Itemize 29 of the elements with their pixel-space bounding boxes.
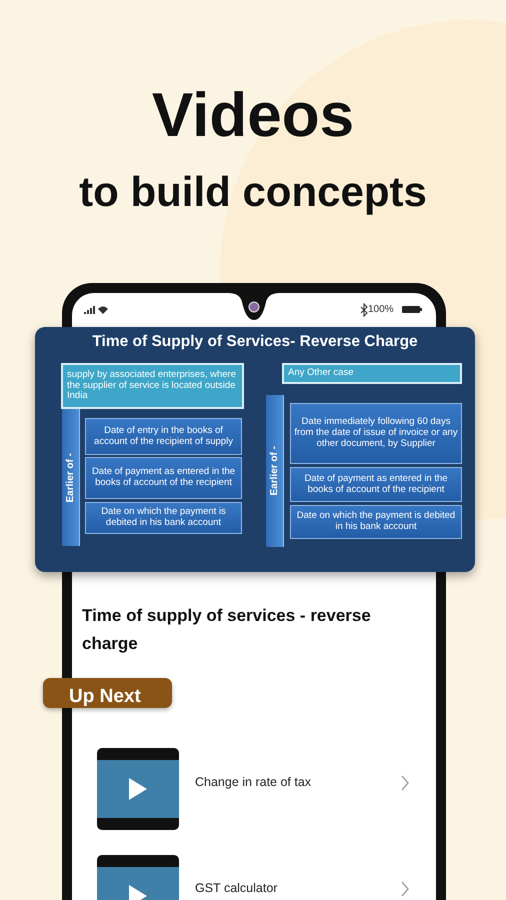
video-list-title: GST calculator: [195, 881, 278, 895]
date-box: [85, 418, 242, 455]
box-text: Date immediately following 60 days from the date of issue of invoice or any other document, by Supplier: [294, 417, 458, 450]
case-heading-box: [61, 363, 244, 409]
box-text: Date of payment as entered in the books of account of the recipient: [303, 474, 449, 496]
earlier-of-bar: [62, 409, 80, 546]
date-box: [290, 467, 462, 502]
date-box: [85, 457, 242, 499]
bar-label: Earlier of -: [268, 446, 280, 496]
battery-percentage: 100%: [368, 304, 395, 315]
earlier-of-bar: [266, 395, 284, 547]
slide-title: Time of Supply of Services- Reverse Charge: [91, 333, 419, 351]
headline: Videos: [150, 80, 356, 151]
date-box: [290, 505, 462, 539]
box-text: supply by associated enterprises, where the supplier of service is located outside India: [67, 370, 237, 402]
case-heading-box: [282, 363, 462, 384]
bar-label: Earlier of -: [64, 452, 76, 502]
date-box: [290, 403, 462, 464]
subheadline: to build concepts: [78, 168, 428, 216]
box-text: Date on which the payment is debited in his bank account: [100, 507, 227, 529]
date-box: [85, 502, 242, 534]
box-text: Date of entry in the books of account of the recipient of supply: [93, 426, 234, 448]
video-title: Time of supply of services - reverse charge: [82, 605, 372, 655]
video-list-title: Change in rate of tax: [195, 775, 312, 789]
box-text: Date of payment as entered in the books of account of the recipient: [90, 467, 236, 489]
slide-panel: [35, 327, 475, 572]
box-text: Date on which the payment is debited in his bank account: [296, 511, 456, 533]
up-next-heading: Up Next: [43, 678, 172, 708]
box-text: Any Other case: [288, 368, 354, 379]
